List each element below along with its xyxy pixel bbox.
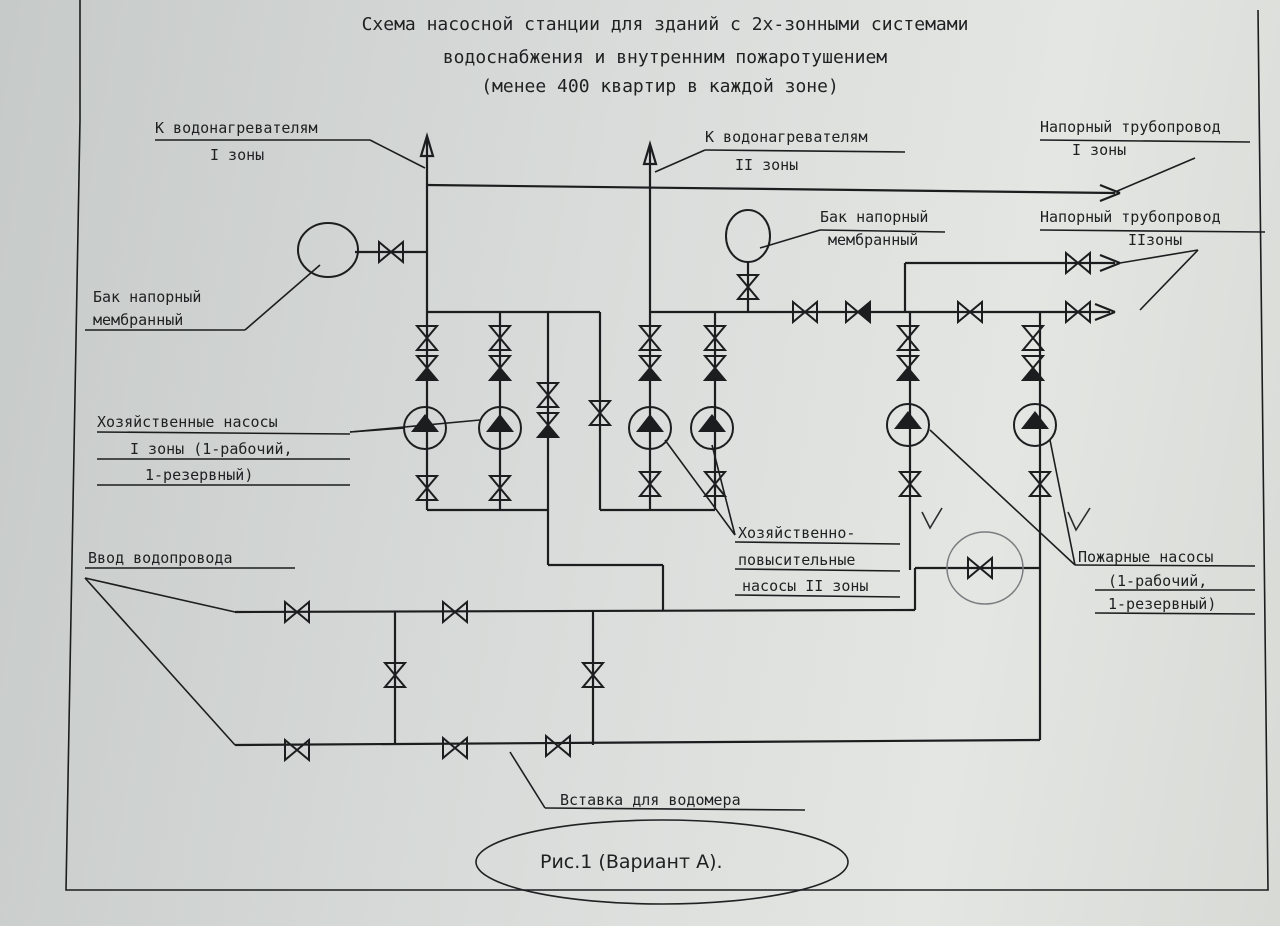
label-fire-pumps: Пожарные насосы (1078, 548, 1213, 566)
label-household-pumps: Хозяйственные насосы (97, 413, 278, 431)
gate-valve-icon (545, 735, 571, 757)
pumps (403, 403, 1057, 450)
label-fire-pumps-b: (1-рабочий, (1108, 572, 1207, 590)
label-booster-pumps-c: насосы II зоны (742, 577, 868, 595)
hand-check-mark (1067, 507, 1091, 532)
hand-check-mark (921, 507, 943, 530)
check-valve-icon (845, 299, 871, 325)
label-pressure-pipe-zone2: Напорный трубопровод (1040, 208, 1221, 226)
title-line-3: (менее 400 квартир в каждой зоне) (481, 76, 839, 97)
gate-valve-icon (442, 737, 468, 759)
label-heaters-zone2-b: II зоны (735, 156, 798, 174)
label-heaters-zone1: К водонагревателям (155, 119, 318, 137)
gate-valve-icon (897, 325, 919, 351)
figure-caption: Рис.1 (Вариант А). (540, 851, 723, 873)
check-valve-icon (897, 355, 919, 381)
label-pressure-pipe-zone2-b: IIзоны (1128, 231, 1182, 249)
label-tank-zone1-b: мембранный (93, 311, 183, 329)
pump-icon (690, 406, 734, 450)
pump-icon (1013, 403, 1057, 447)
title-line-1: Схема насосной станции для зданий с 2х-з… (362, 14, 969, 35)
label-meter-insert: Вставка для водомера (560, 791, 741, 809)
pump-icon (403, 406, 447, 450)
membrane-tank-zone1-icon (297, 222, 359, 278)
membrane-tank-zone2-icon (725, 209, 771, 263)
label-tank-zone2: Бак напорный (820, 208, 928, 226)
label-booster-pumps: Хозяйственно- (738, 524, 855, 542)
caption-oval (475, 819, 849, 905)
pipework (234, 132, 1121, 747)
title-line-2: водоснабжения и внутренним пожаротушение… (443, 47, 887, 68)
label-pressure-pipe-zone1-b: I зоны (1072, 141, 1126, 159)
label-heaters-zone1-b: I зоны (210, 146, 264, 164)
label-household-pumps-b: I зоны (1-рабочий, (130, 440, 293, 458)
pump-icon (886, 403, 930, 447)
label-tank-zone2-b: мембранный (828, 231, 918, 249)
label-water-inlet: Ввод водопровода (88, 549, 233, 567)
frame-border (65, 0, 1269, 891)
label-tank-zone1: Бак напорный (93, 288, 201, 306)
label-pressure-pipe-zone1: Напорный трубопровод (1040, 118, 1221, 136)
label-household-pumps-c: 1-резервный) (145, 466, 253, 484)
label-heaters-zone2: К водонагревателям (705, 128, 868, 146)
label-fire-pumps-c: 1-резервный) (1108, 595, 1216, 613)
hand-circle-mark (946, 531, 1024, 605)
label-booster-pumps-b: повысительные (738, 551, 855, 569)
valves (284, 241, 1091, 761)
leader-lines (84, 139, 1266, 811)
gate-valve-icon (284, 739, 310, 761)
